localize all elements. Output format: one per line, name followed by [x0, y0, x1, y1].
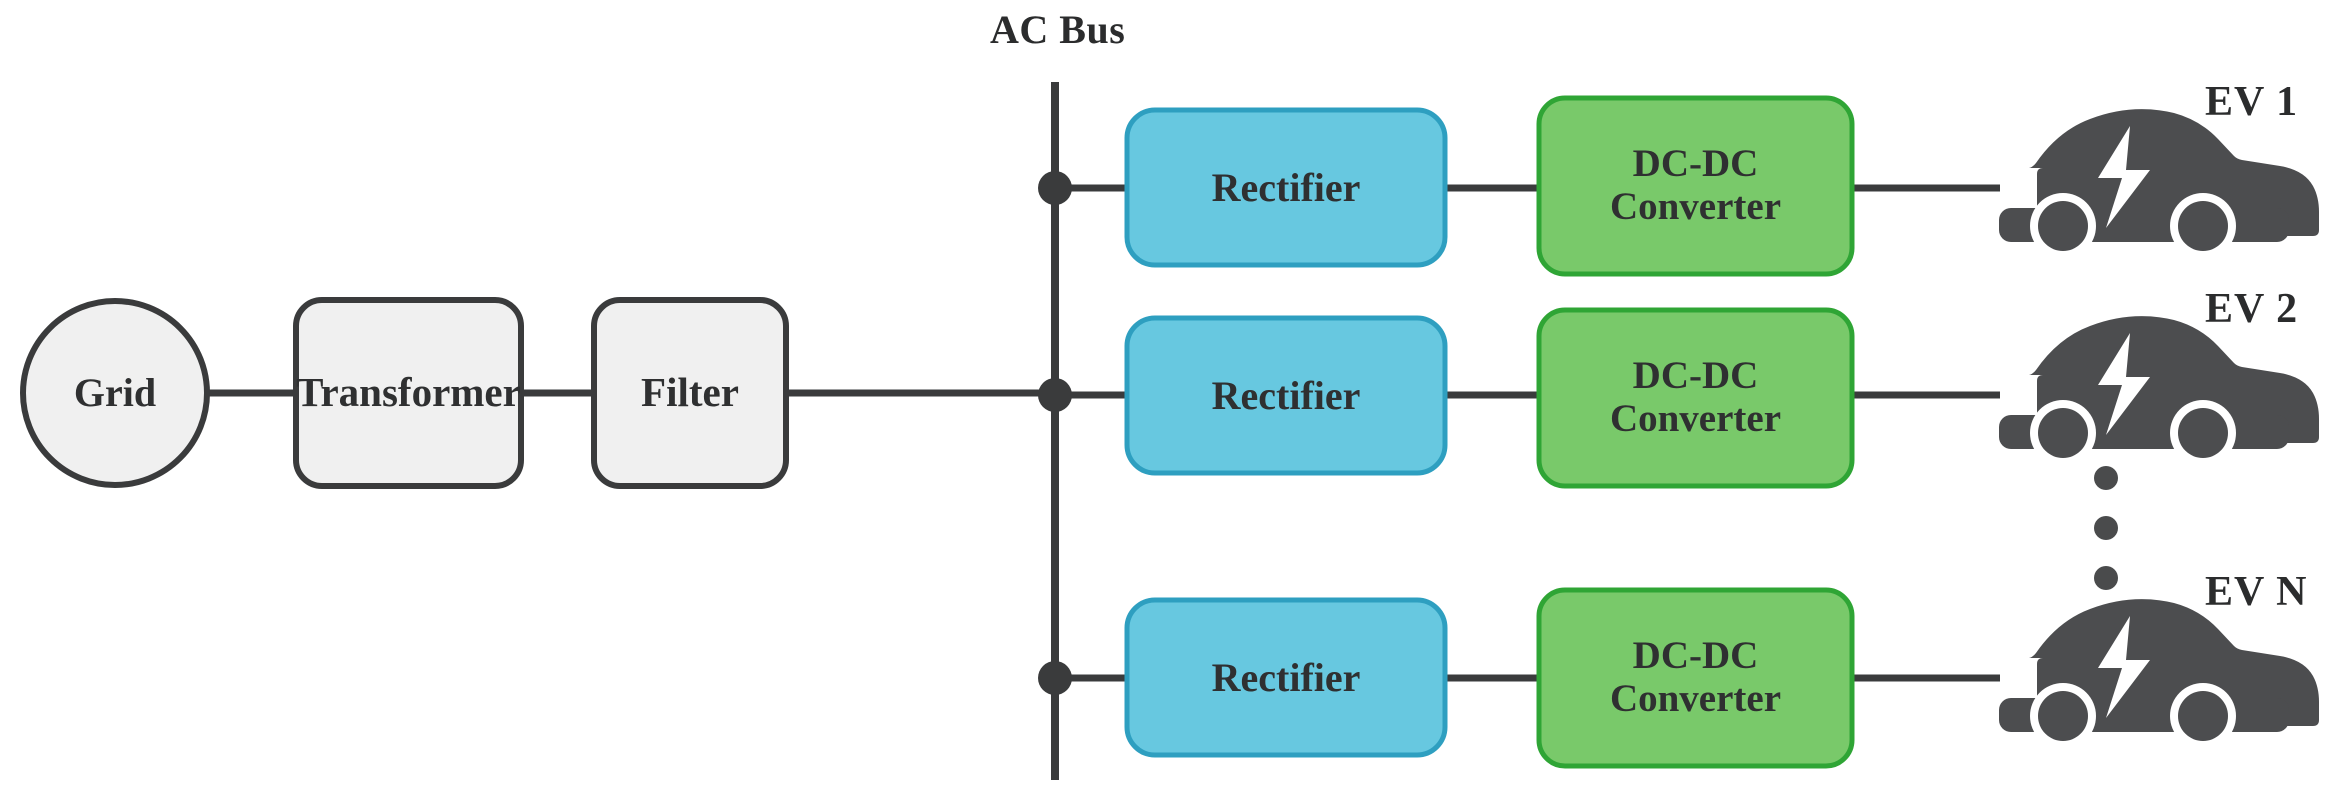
ellipsis-dot-3: [2094, 566, 2118, 590]
filter-node-shape[interactable]: [591, 297, 789, 489]
transformer-node-shape[interactable]: [293, 297, 524, 489]
electric-car-icon-1[interactable]: [1999, 109, 2319, 259]
rectifier-shape-2[interactable]: [1124, 315, 1448, 476]
wheel-front: [2038, 691, 2088, 741]
electric-car-icon-n[interactable]: [1999, 599, 2319, 749]
vertical-ellipsis: [2094, 466, 2118, 590]
electric-car-icon-2[interactable]: [1999, 316, 2319, 466]
wheel-rear: [2178, 408, 2228, 458]
lightning-bolt-icon: [2098, 333, 2150, 435]
converter-shape-1[interactable]: [1536, 95, 1855, 277]
grid-node-shape[interactable]: [20, 298, 210, 488]
converter-shape-2[interactable]: [1536, 307, 1855, 489]
wheel-front: [2038, 408, 2088, 458]
wheel-rear: [2178, 201, 2228, 251]
lightning-bolt-icon: [2098, 616, 2150, 718]
ellipsis-dot-2: [2094, 516, 2118, 540]
rectifier-shape-1[interactable]: [1124, 107, 1448, 268]
ev-label-n: EV N: [2205, 569, 2308, 615]
rectifier-shape-n[interactable]: [1124, 597, 1448, 758]
ellipsis-dot-1: [2094, 466, 2118, 490]
wheel-front: [2038, 201, 2088, 251]
ac-bus-label: AC Bus: [990, 7, 1126, 52]
wheel-rear: [2178, 691, 2228, 741]
bus-junction-dot-1: [1038, 171, 1072, 205]
ev-label-2: EV 2: [2205, 286, 2299, 332]
ev-label-1: EV 1: [2205, 79, 2299, 125]
lightning-bolt-icon: [2098, 126, 2150, 228]
bus-junction-dot-2: [1038, 378, 1072, 412]
bus-junction-dot-n: [1038, 661, 1072, 695]
converter-shape-n[interactable]: [1536, 587, 1855, 769]
